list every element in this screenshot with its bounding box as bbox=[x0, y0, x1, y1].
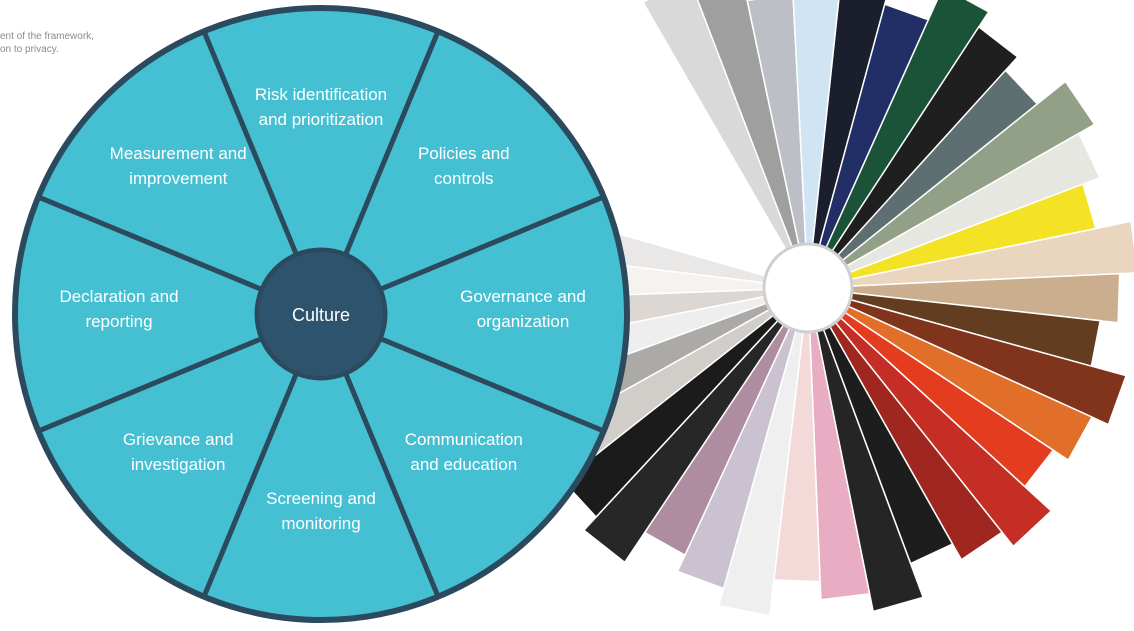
wheel-outer-ring bbox=[12, 5, 630, 623]
hub-label: Culture bbox=[292, 305, 350, 325]
wheel-hub bbox=[255, 248, 387, 380]
swatch-fan-pivot bbox=[762, 242, 854, 334]
intro-line-2: on to privacy. bbox=[0, 44, 59, 55]
intro-text: ent of the framework, on to privacy. bbox=[0, 30, 150, 56]
color-swatch-fan bbox=[477, 0, 1134, 617]
intro-line-1: ent of the framework, bbox=[0, 31, 94, 42]
